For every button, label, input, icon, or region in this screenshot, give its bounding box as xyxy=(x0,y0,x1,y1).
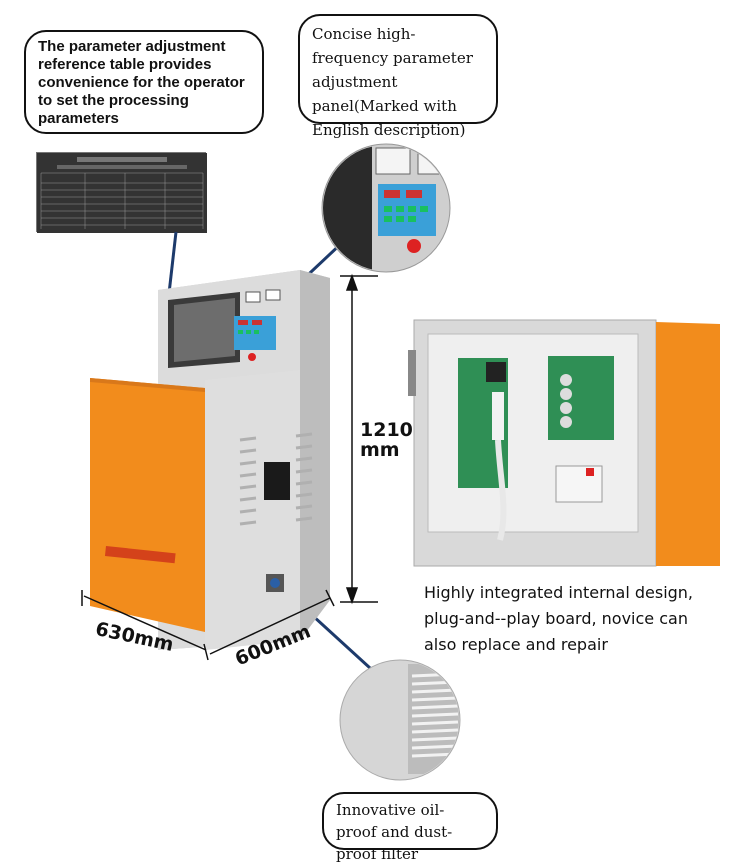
height-dimension-line xyxy=(340,273,378,605)
reference-table-plate xyxy=(36,152,207,233)
cabinet-door xyxy=(90,378,205,632)
reference-table-grid xyxy=(37,153,207,233)
callout-filter: Innovative oil-proof and dust-proof filt… xyxy=(322,792,498,863)
callout-reference-table: The parameter adjustment reference table… xyxy=(24,30,264,134)
caption-internal-design: Highly integrated internal design, plug-… xyxy=(424,580,724,658)
callout-filter-text: Innovative oil-proof and dust-proof filt… xyxy=(336,801,453,863)
callout-panel-text: Concise high-frequency parameter adjustm… xyxy=(312,25,473,139)
caption-internal-design-text: Highly integrated internal design, plug-… xyxy=(424,583,694,654)
filter-closeup xyxy=(339,659,461,781)
depth-dimension-line xyxy=(209,589,335,655)
internal-cabinet-photo xyxy=(408,319,720,567)
panel-closeup xyxy=(321,143,451,273)
callout-panel: Concise high-frequency parameter adjustm… xyxy=(298,14,498,139)
height-value: 1210 xyxy=(360,419,413,441)
width-dimension-line xyxy=(81,590,209,661)
callout-reference-table-text: The parameter adjustment reference table… xyxy=(38,38,245,127)
height-unit: mm xyxy=(360,439,400,461)
cabinet xyxy=(90,270,330,650)
height-label: 1210 mm xyxy=(360,420,413,460)
